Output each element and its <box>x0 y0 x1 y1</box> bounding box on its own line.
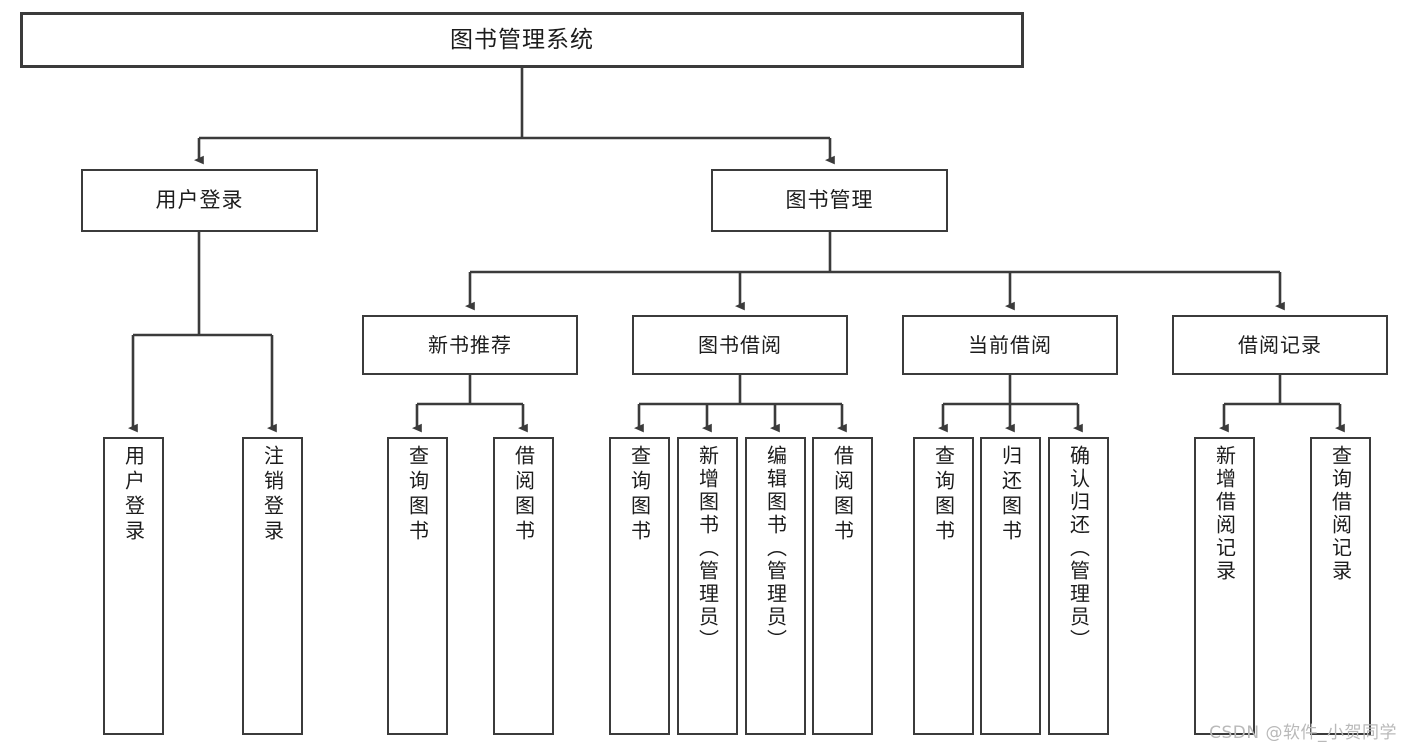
connector-group-root <box>194 68 835 165</box>
leaf-query-book-current[interactable]: 查询图书 <box>913 437 974 735</box>
node-borrow-record[interactable]: 借阅记录 <box>1172 315 1388 375</box>
node-book-management[interactable]: 图书管理 <box>711 169 948 232</box>
leaf-query-borrow-record[interactable]: 查询借阅记录 <box>1310 437 1371 735</box>
connector-group-book-borrow <box>634 375 847 433</box>
connector-group-current-borrow <box>938 375 1083 433</box>
node-label: 新书推荐 <box>428 332 512 357</box>
leaf-label: 编辑图书（管理员） <box>763 445 788 652</box>
leaf-edit-book-admin[interactable]: 编辑图书（管理员） <box>745 437 806 735</box>
leaf-label: 查询图书 <box>627 445 652 545</box>
leaf-borrow-book[interactable]: 借阅图书 <box>812 437 873 735</box>
csdn-watermark: CSDN @软件_小贺同学 <box>1209 723 1397 743</box>
leaf-label: 查询图书 <box>931 445 956 545</box>
node-label: 图书管理系统 <box>450 26 594 53</box>
leaf-label: 查询借阅记录 <box>1328 445 1353 583</box>
leaf-label: 新增借阅记录 <box>1212 445 1237 583</box>
leaf-label: 借阅图书 <box>511 445 536 545</box>
connector-group-borrow-record <box>1219 375 1345 433</box>
leaf-label: 借阅图书 <box>830 445 855 545</box>
leaf-label: 注销登录 <box>260 445 285 545</box>
leaf-label: 确认归还（管理员） <box>1066 445 1091 652</box>
node-new-book-recommend[interactable]: 新书推荐 <box>362 315 578 375</box>
node-label: 图书借阅 <box>698 332 782 357</box>
connector-group-book-mgmt <box>465 232 1285 311</box>
connector-group-user-login <box>128 232 277 433</box>
connector-group-new-book <box>412 375 528 433</box>
leaf-label: 归还图书 <box>998 445 1023 545</box>
node-user-login[interactable]: 用户登录 <box>81 169 318 232</box>
node-book-borrow[interactable]: 图书借阅 <box>632 315 848 375</box>
leaf-add-borrow-record[interactable]: 新增借阅记录 <box>1194 437 1255 735</box>
leaf-borrow-book-new[interactable]: 借阅图书 <box>493 437 554 735</box>
node-label: 借阅记录 <box>1238 332 1322 357</box>
node-label: 当前借阅 <box>968 332 1052 357</box>
leaf-label: 用户登录 <box>121 445 146 545</box>
leaf-label: 查询图书 <box>405 445 430 545</box>
node-label: 图书管理 <box>785 188 874 213</box>
leaf-confirm-return-admin[interactable]: 确认归还（管理员） <box>1048 437 1109 735</box>
leaf-query-book-new[interactable]: 查询图书 <box>387 437 448 735</box>
leaf-label: 新增图书（管理员） <box>695 445 720 652</box>
leaf-return-book[interactable]: 归还图书 <box>980 437 1041 735</box>
leaf-logout[interactable]: 注销登录 <box>242 437 303 735</box>
leaf-query-book-borrow[interactable]: 查询图书 <box>609 437 670 735</box>
node-label: 用户登录 <box>155 188 244 213</box>
node-root-book-management-system[interactable]: 图书管理系统 <box>20 12 1024 68</box>
leaf-user-login[interactable]: 用户登录 <box>103 437 164 735</box>
node-current-borrow[interactable]: 当前借阅 <box>902 315 1118 375</box>
leaf-add-book-admin[interactable]: 新增图书（管理员） <box>677 437 738 735</box>
